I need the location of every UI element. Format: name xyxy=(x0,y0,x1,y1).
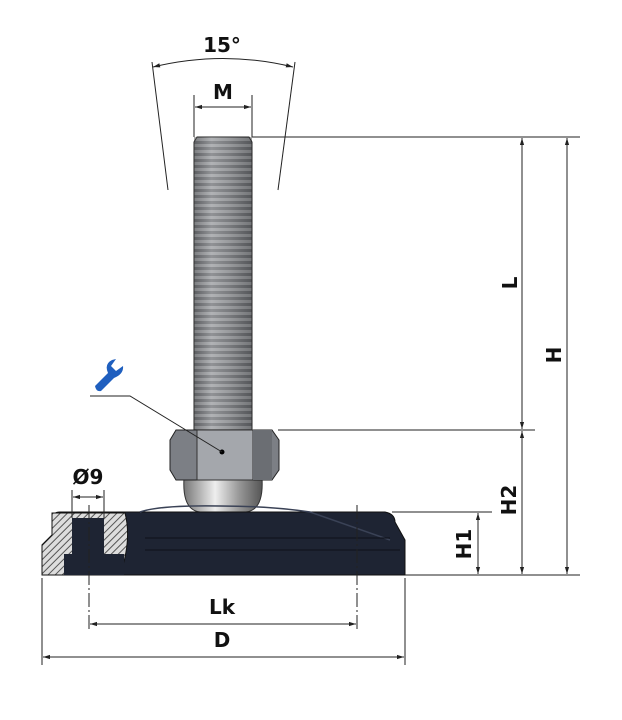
h2-label: H2 xyxy=(497,485,521,516)
angle-dimension: 15° xyxy=(151,33,296,191)
leader-line xyxy=(90,395,223,453)
hole-spacing-label: Lk xyxy=(209,595,236,619)
threaded-stud xyxy=(193,136,253,433)
diameter-label: D xyxy=(214,628,231,652)
thread-dimension: M xyxy=(193,80,253,137)
hole-label: Ø9 xyxy=(73,465,104,489)
angle-label: 15° xyxy=(203,33,241,57)
hex-nut xyxy=(169,429,280,481)
thread-label: M xyxy=(213,80,233,104)
wrench-icon xyxy=(95,359,124,392)
height-label: H xyxy=(542,347,566,364)
length-label: L xyxy=(498,276,522,289)
base-plate xyxy=(41,505,406,576)
h1-label: H1 xyxy=(452,529,476,560)
